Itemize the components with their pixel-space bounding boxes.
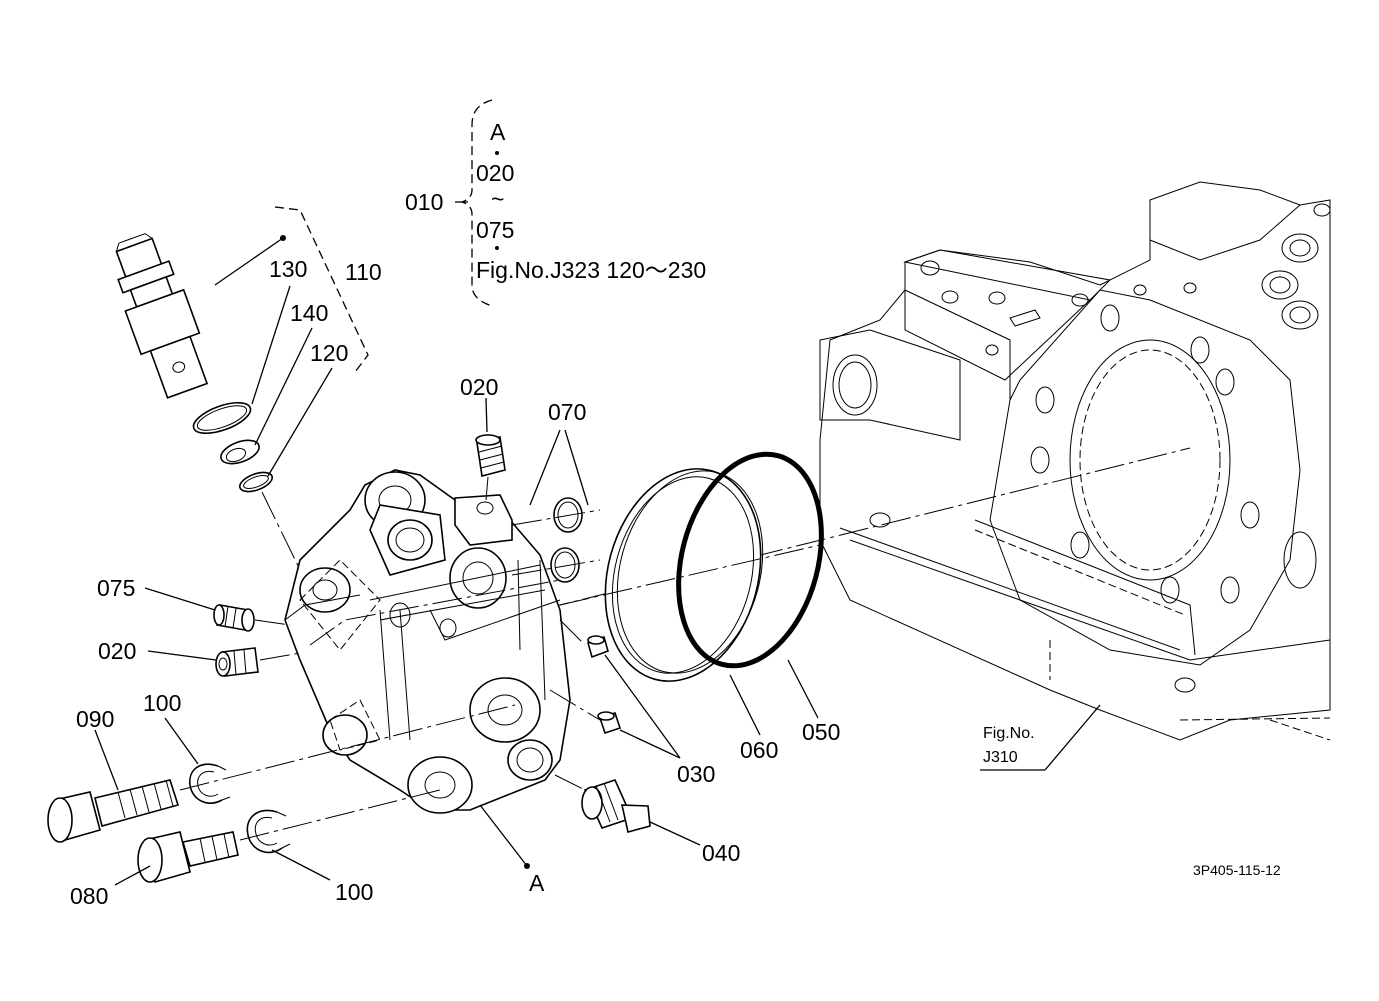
part-100-bottom-label: 100 xyxy=(335,879,373,905)
part-030-plugs: 030 xyxy=(549,619,715,787)
assembly-110-label: 110 xyxy=(345,259,382,285)
assembly-010-bracket: 010 A 020 ~ 075 Fig.No.J323 120〜230 xyxy=(405,99,706,307)
drawing-number: 3P405-115-12 xyxy=(1193,862,1281,878)
part-020-left-label: 020 xyxy=(98,638,136,664)
reference-fig-j310: Fig.No. J310 xyxy=(983,725,1035,766)
part-100-top-washer: 100 xyxy=(143,690,516,804)
part-075-label: 075 xyxy=(97,575,135,601)
bracket-line-a: A xyxy=(490,119,506,145)
part-100-top-label: 100 xyxy=(143,690,181,716)
part-090-bolt: 090 xyxy=(47,706,180,843)
part-050-label: 050 xyxy=(802,719,840,745)
part-020-left: 020 xyxy=(98,638,301,677)
pump-cover-body xyxy=(284,469,571,814)
part-040-plug: 040 xyxy=(554,774,740,866)
part-130-label: 130 xyxy=(269,256,307,282)
part-140-label: 140 xyxy=(290,300,328,326)
point-a-marker: A xyxy=(479,804,545,896)
bracket-reference: Fig.No.J323 120〜230 xyxy=(476,257,706,283)
bracket-range-symbol: ~ xyxy=(491,186,504,212)
assembly-010-label: 010 xyxy=(405,189,443,215)
part-120-label: 120 xyxy=(310,340,348,366)
part-050-oring: 050 xyxy=(676,451,840,745)
part-080-label: 080 xyxy=(70,883,108,909)
transmission-housing xyxy=(539,181,1331,771)
part-040-label: 040 xyxy=(702,840,740,866)
part-070-label: 070 xyxy=(548,399,586,425)
bracket-line-075: 075 xyxy=(476,217,514,243)
part-060-label: 060 xyxy=(740,737,778,763)
part-020-top: 020 xyxy=(460,374,506,501)
part-090-label: 090 xyxy=(76,706,114,732)
point-a-label: A xyxy=(529,870,545,896)
part-070-orings: 070 xyxy=(511,399,601,583)
part-020-top-label: 020 xyxy=(460,374,498,400)
part-060-bearing-ring: 060 xyxy=(604,468,778,763)
part-080-bolt: 080 xyxy=(70,831,239,909)
relief-valve-assembly: 110 130 140 120 xyxy=(115,206,382,581)
part-075-plug: 075 xyxy=(97,575,291,632)
part-100-bottom-washer: 100 xyxy=(239,789,441,905)
reference-fig-label: Fig.No. xyxy=(983,725,1035,742)
reference-fig-number: J310 xyxy=(983,749,1018,766)
part-030-label: 030 xyxy=(677,761,715,787)
bracket-line-020: 020 xyxy=(476,160,514,186)
